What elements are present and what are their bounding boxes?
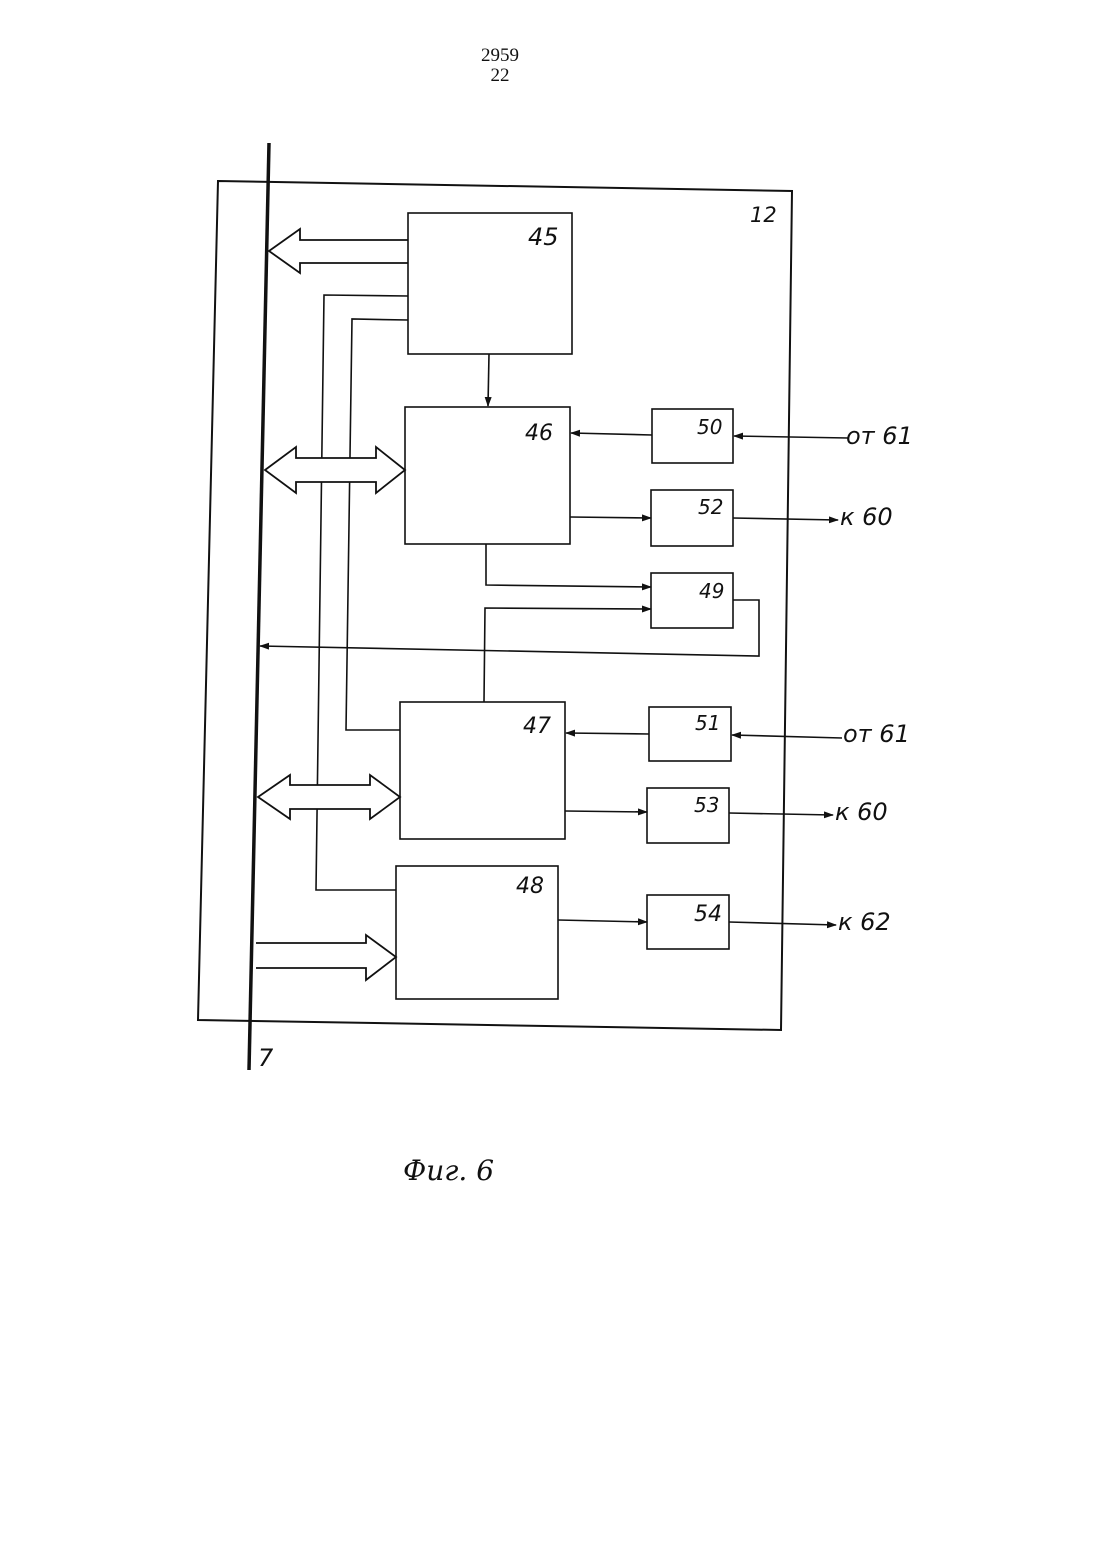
bus-arrow-46 (265, 447, 405, 493)
label-51: 51 (695, 711, 720, 735)
io-label-out-53: к 60 (835, 798, 888, 826)
io-label-out-54: к 62 (838, 908, 891, 936)
output-53 (729, 813, 833, 815)
io-label-in-51: от 61 (843, 720, 910, 748)
io-label-in-50: от 61 (846, 422, 913, 450)
label-49: 49 (699, 579, 724, 603)
figure-caption: Фиг. 6 (403, 1154, 494, 1187)
label-46: 46 (525, 421, 553, 446)
arrow-47-53 (565, 811, 647, 812)
label-50: 50 (697, 415, 722, 439)
label-53: 53 (694, 793, 719, 817)
label-54: 54 (694, 902, 722, 927)
line-45-to-47 (346, 319, 408, 730)
bus-label: 7 (258, 1044, 274, 1072)
arrow-51-47 (566, 733, 649, 734)
arrow-48-54 (558, 920, 647, 922)
bus-arrow-47 (258, 775, 400, 819)
bus-arrow-45 (269, 229, 408, 273)
unit-label: 12 (750, 203, 777, 227)
input-to-50 (734, 436, 848, 438)
label-48: 48 (516, 874, 544, 899)
arrow-45-46 (488, 354, 489, 406)
label-45: 45 (528, 223, 559, 251)
label-47: 47 (523, 714, 551, 739)
input-to-51 (732, 735, 842, 738)
system-bus-line (249, 143, 269, 1070)
io-label-out-52: к 60 (840, 503, 893, 531)
arrow-47-49 (484, 608, 651, 702)
label-52: 52 (698, 495, 723, 519)
arrow-46-52 (570, 517, 651, 518)
output-52 (733, 518, 838, 520)
bus-arrow-48 (256, 935, 396, 980)
arrow-46-49 (486, 544, 651, 587)
arrow-50-46 (571, 433, 652, 435)
